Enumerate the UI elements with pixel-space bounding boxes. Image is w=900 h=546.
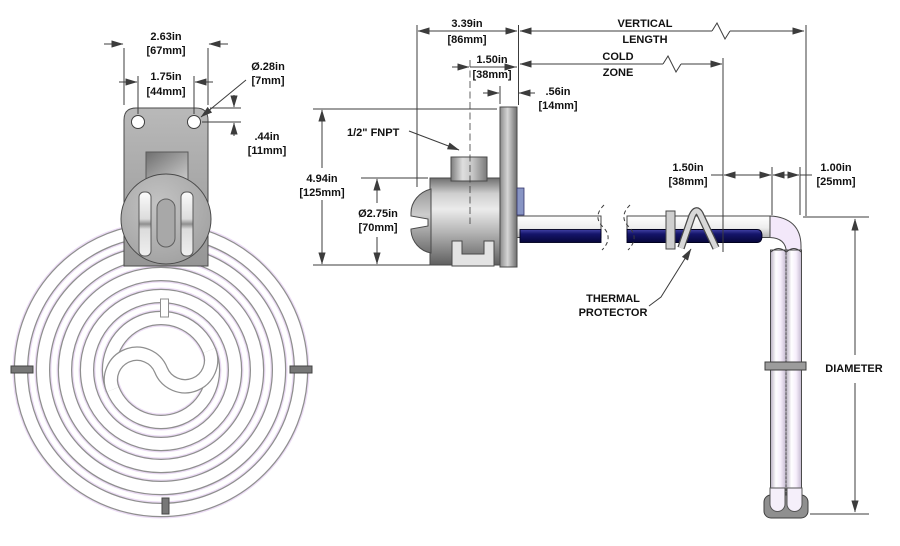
cold-zone-label-1: COLD xyxy=(602,51,633,63)
hub-capsule xyxy=(156,198,176,248)
heater-tube-vertical-right xyxy=(785,249,802,501)
dim-hole-spacing-mm: [44mm] xyxy=(146,86,185,98)
dim-hole-dia-in: Ø.28in xyxy=(251,61,285,73)
foot-bracket xyxy=(451,240,495,267)
dim-hole-diameter: Ø.28in [7mm] xyxy=(200,61,285,118)
thermal-protector-label-1: THERMAL xyxy=(586,293,640,305)
clip-wire xyxy=(678,208,719,250)
dim-tube-width: 1.00in [25mm] xyxy=(772,162,856,188)
tube-bend-arc-right xyxy=(786,248,802,253)
vertical-length-label-2: LENGTH xyxy=(622,34,667,46)
thermal-protector-tube-1 xyxy=(519,229,602,243)
vertical-length-label-1: VERTICAL xyxy=(618,18,673,30)
dim-hole-spacing: 1.75in [44mm] xyxy=(119,71,213,114)
side-view xyxy=(410,60,809,519)
coil-clip-left xyxy=(10,365,34,374)
tube-end-right xyxy=(786,487,803,512)
dim-hole-offset-in: .44in xyxy=(254,131,279,143)
coil-clip-right xyxy=(289,365,313,374)
housing-end-cap xyxy=(410,188,432,254)
dim-bracket-height: 4.94in [125mm] xyxy=(299,108,497,266)
coil-ring-3 xyxy=(56,265,266,475)
diameter-label: DIAMETER xyxy=(825,363,883,375)
hub-slot-right xyxy=(180,191,194,257)
fnpt-fitting xyxy=(450,156,488,182)
terminal-tab xyxy=(516,187,525,216)
thermal-protector-label-2: PROTECTOR xyxy=(579,307,648,319)
dim-clip-gap-mm: [38mm] xyxy=(668,176,707,188)
tube-end-left xyxy=(769,487,786,512)
dim-plate-thickness: .56in [14mm] xyxy=(483,86,578,112)
tube-elbow xyxy=(769,215,802,254)
mounting-hole-left xyxy=(131,115,145,129)
dim-tube-width-in: 1.00in xyxy=(820,162,851,174)
heater-tube-vertical-left xyxy=(770,249,787,501)
dim-fitting-offset: 1.50in [38mm] xyxy=(452,54,517,81)
dim-plate-thickness-mm: [14mm] xyxy=(538,100,577,112)
dim-housing-diameter: Ø2.75in [70mm] xyxy=(358,177,428,265)
dim-cold-zone: COLD ZONE xyxy=(519,51,724,252)
dim-depth: 3.39in [86mm] xyxy=(416,18,519,187)
dim-plate-width: 2.63in [67mm] xyxy=(104,31,228,105)
hub-slot-left xyxy=(138,191,152,257)
dim-depth-in: 3.39in xyxy=(451,18,482,30)
retaining-clip xyxy=(665,207,720,250)
front-view xyxy=(10,107,313,519)
dim-fitting-offset-in: 1.50in xyxy=(476,54,507,66)
dim-bracket-height-in: 4.94in xyxy=(306,173,337,185)
dim-tube-width-mm: [25mm] xyxy=(816,176,855,188)
dim-depth-mm: [86mm] xyxy=(447,34,486,46)
tube-support-bar xyxy=(764,361,807,371)
coil-joint xyxy=(160,298,169,318)
coil-clip-bottom xyxy=(161,497,170,515)
dim-housing-dia-in: Ø2.75in xyxy=(358,208,398,220)
dim-bracket-height-mm: [125mm] xyxy=(299,187,345,199)
dim-hole-offset-mm: [11mm] xyxy=(248,145,287,157)
dim-clip-gap-in: 1.50in xyxy=(672,162,703,174)
tube-break-line-2 xyxy=(623,204,635,251)
spiral-coil xyxy=(10,221,313,519)
cold-zone-label-2: ZONE xyxy=(603,67,634,79)
dim-plate-thickness-in: .56in xyxy=(545,86,570,98)
dim-plate-width-in: 2.63in xyxy=(150,31,181,43)
thermal-protector-tube-2 xyxy=(626,229,763,243)
dim-plate-width-mm: [67mm] xyxy=(146,45,185,57)
dim-housing-dia-mm: [70mm] xyxy=(358,222,397,234)
break-zigzag-2 xyxy=(662,54,682,74)
dim-hole-dia-mm: [7mm] xyxy=(251,75,284,87)
dim-vertical-length: VERTICAL LENGTH xyxy=(519,18,807,216)
dim-diameter: DIAMETER xyxy=(803,216,883,515)
mounting-hole-right xyxy=(187,115,201,129)
dim-hole-spacing-in: 1.75in xyxy=(150,71,181,83)
dim-hole-offset: .44in [11mm] xyxy=(202,95,287,157)
break-zigzag-1 xyxy=(711,21,731,41)
clip-prong xyxy=(665,210,676,250)
dimensions: 2.63in [67mm] 1.75in [44mm] Ø.28in [7mm]… xyxy=(104,18,883,515)
fnpt-label: 1/2" FNPT xyxy=(347,127,400,139)
dim-thermal-protector: THERMAL PROTECTOR xyxy=(579,248,692,319)
dim-clip-gap: 1.50in [38mm] xyxy=(668,162,801,215)
tube-bend-arc-left xyxy=(770,248,787,253)
coil-center-s xyxy=(103,346,219,394)
coil-ring-4 xyxy=(78,287,244,453)
dim-fitting-offset-mm: [38mm] xyxy=(472,69,511,81)
tube-break-line-1 xyxy=(597,204,609,251)
mounting-plate-side xyxy=(499,106,518,268)
dim-fnpt: 1/2" FNPT xyxy=(347,127,460,151)
